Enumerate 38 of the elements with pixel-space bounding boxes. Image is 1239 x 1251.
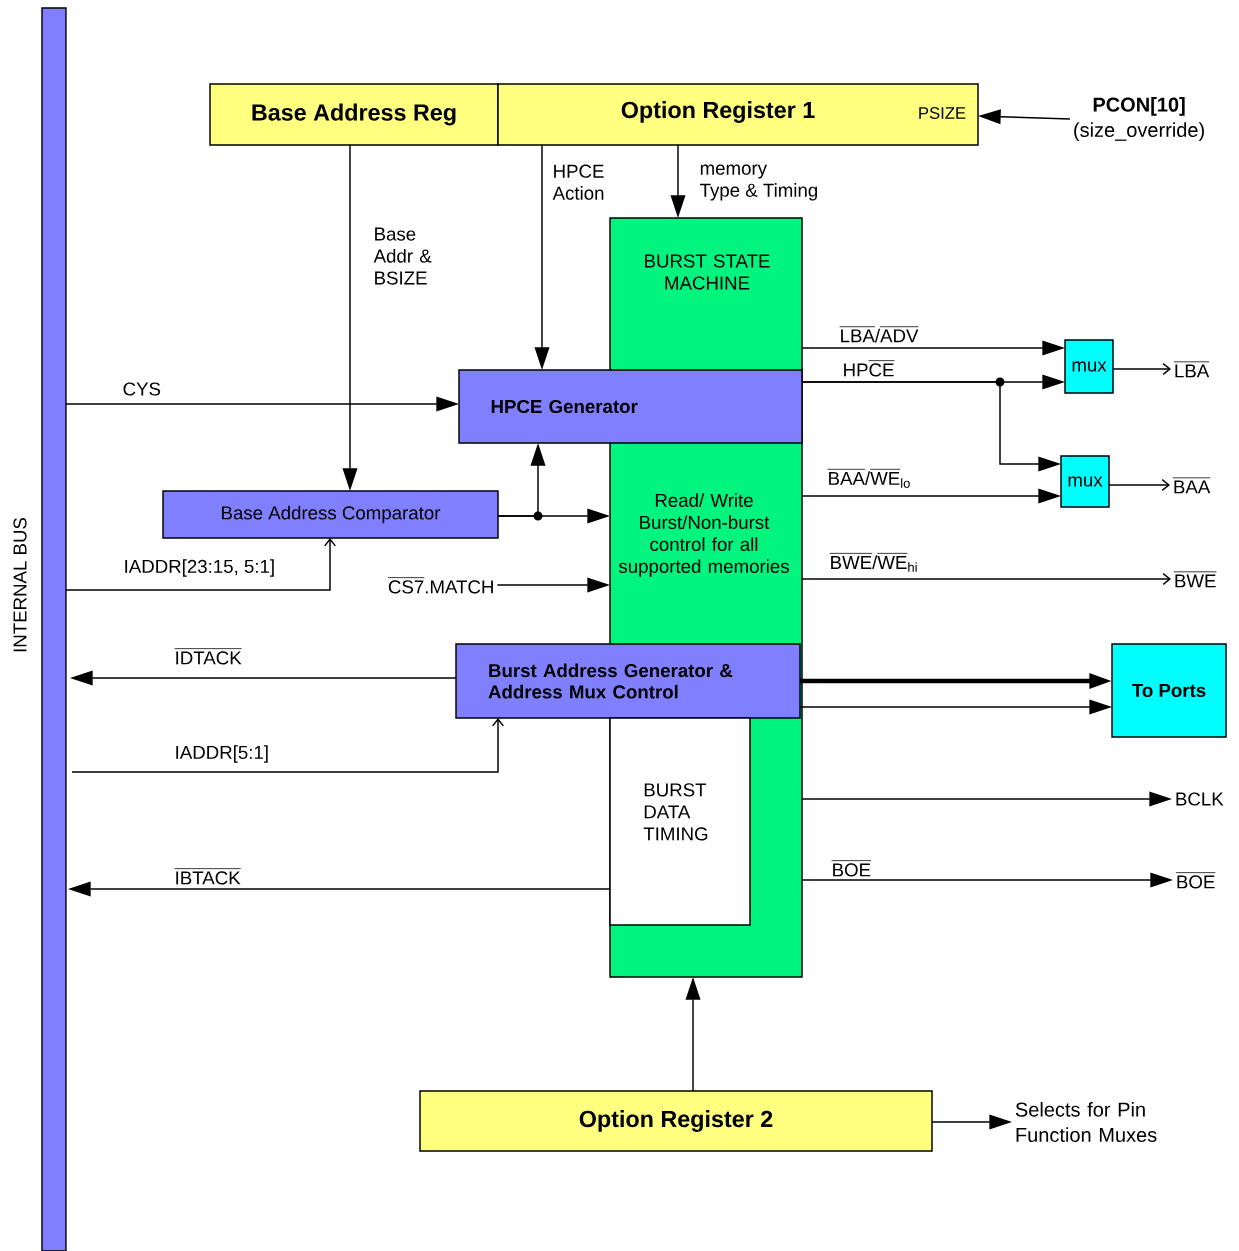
arrow bbox=[65, 538, 337, 591]
arrow bbox=[1112, 362, 1171, 376]
node-label: INTERNAL BUS bbox=[13, 517, 27, 652]
edge-label: IADDR[23:15, 5:1] bbox=[125, 559, 274, 577]
register-box: Option Register 1 PSIZE bbox=[497, 83, 979, 146]
edge-label: $\overline{\text{BAA}}\text{/}\overline{\text{WE}}_{\text{lo}}$ bbox=[827, 469, 910, 488]
note-text: Selects for Pin Function Muxes bbox=[1015, 1102, 1157, 1142]
mux-box: mux bbox=[1064, 339, 1114, 394]
timing-box: BURST DATA TIMING bbox=[609, 717, 751, 926]
signal-label: $\overline{\text{BAA}}$ bbox=[1172, 477, 1211, 494]
generator-box: Burst Address Generator & Address Mux Control bbox=[455, 643, 801, 719]
edge-label: memory Type & Timing bbox=[700, 164, 817, 201]
edge-label: Base Addr & BSIZE bbox=[373, 227, 432, 285]
signal-label: $\overline{\text{BWE}}$ bbox=[1173, 571, 1217, 588]
arrow bbox=[1108, 478, 1170, 492]
comparator-box: Base Address Comparator bbox=[162, 490, 499, 539]
generator-box: HPCE Generator bbox=[458, 369, 803, 444]
edge-label: $\overline{\text{BOE}}$ bbox=[831, 860, 872, 877]
signal-label: $\overline{\text{BOE}}$ bbox=[1175, 872, 1216, 889]
signal-label: $\overline{\text{LBA}}$ bbox=[1173, 361, 1210, 378]
signal-label: BCLK bbox=[1176, 792, 1224, 806]
bus-bar: INTERNAL BUS bbox=[13, 7, 67, 1251]
register-box: Base Address Reg bbox=[209, 83, 499, 146]
signal-label: PCON[10] (size_override) bbox=[1074, 97, 1204, 141]
edge-label: CYS bbox=[123, 382, 161, 396]
edge-label: IADDR[5:1] bbox=[176, 745, 268, 763]
edge-label: $\overline{\text{IDTACK}}$ bbox=[174, 648, 242, 665]
mux-box: mux bbox=[1060, 455, 1110, 508]
register-box: Option Register 2 bbox=[419, 1090, 933, 1152]
edge-label: $\text{HP}\overline{\text{CE}}$ bbox=[844, 360, 895, 377]
edge-label: HPCE Action bbox=[552, 164, 604, 200]
edge-label: $\overline{\text{LBA}}\text{/}\overline{\text{ADV}}$ bbox=[839, 326, 919, 343]
arrow bbox=[71, 718, 505, 773]
arrow bbox=[801, 572, 1171, 586]
edge-label: $\overline{\text{BWE}}\text{/}\overline{\text{WE}}_{\text{hi}}$ bbox=[829, 553, 917, 572]
signal-label: $\overline{\text{CS7}}\text{.MATCH}$ bbox=[387, 577, 493, 594]
ports-box: To Ports bbox=[1111, 643, 1227, 738]
edge-label: $\overline{\text{IBTACK}}$ bbox=[174, 868, 241, 885]
